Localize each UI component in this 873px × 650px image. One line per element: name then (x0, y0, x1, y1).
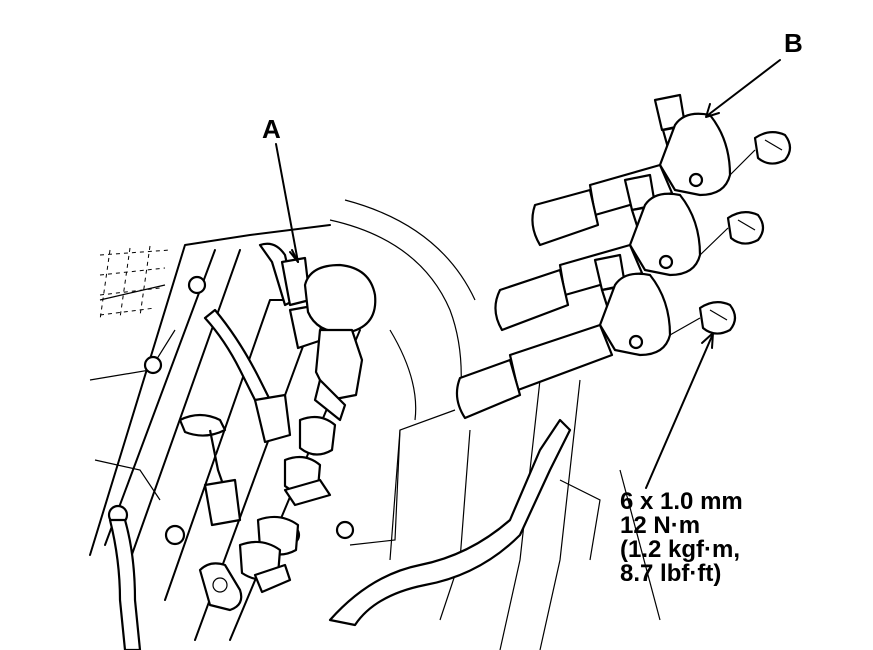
torque-kgfm: (1.2 kgf·m, (620, 536, 741, 563)
callout-label-a: A (262, 114, 281, 144)
torque-lbfft: 8.7 lbf·ft) (620, 560, 722, 587)
leader-lines (275, 59, 781, 546)
installed-coils (178, 242, 377, 594)
coil-nuts (698, 131, 792, 335)
callout-label-b: B (784, 28, 803, 58)
engine-head (89, 199, 661, 650)
ignition-coil-lower (455, 253, 672, 420)
torque-specification: 6 x 1.0 mm 12 N·m (1.2 kgf·m, 8.7 lbf·ft… (620, 490, 743, 586)
ignition-coil-upper (531, 93, 732, 247)
torque-nm: 12 N·m (620, 512, 701, 539)
bolt-size: 6 x 1.0 mm (620, 488, 743, 515)
